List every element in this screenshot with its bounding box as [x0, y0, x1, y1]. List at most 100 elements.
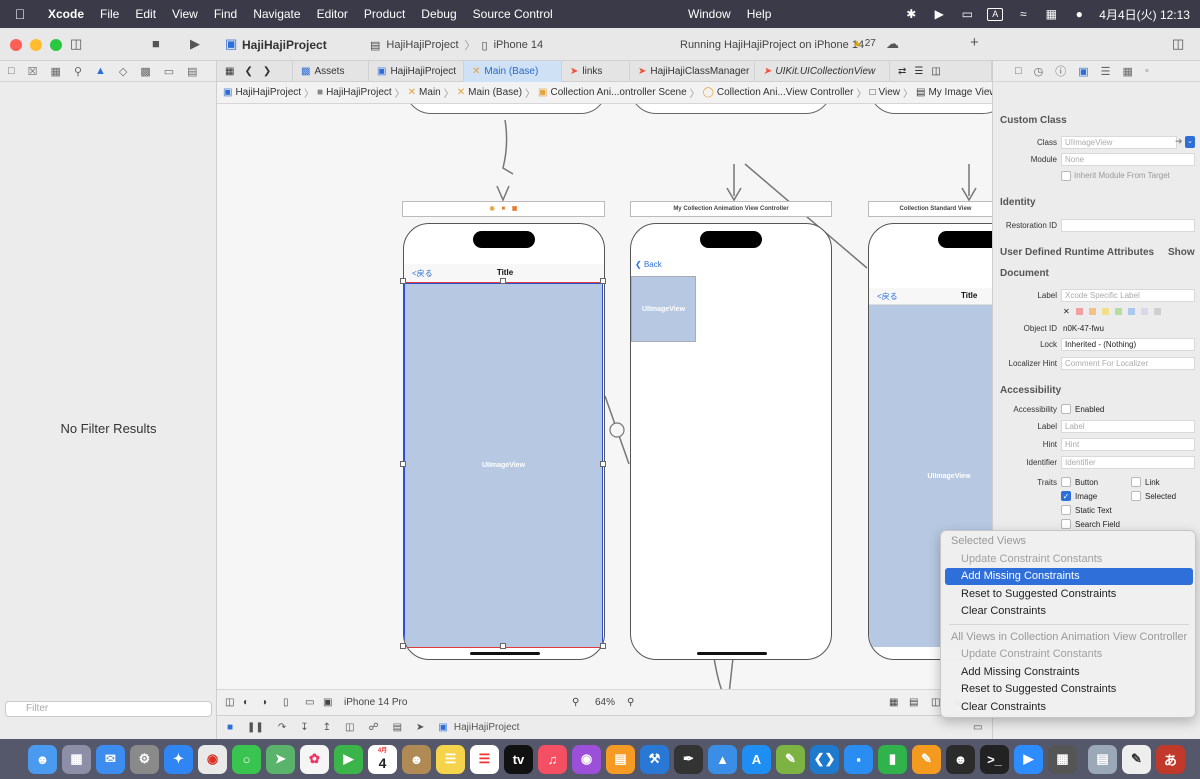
- podcasts-icon[interactable]: ◉: [572, 744, 601, 774]
- color-blue[interactable]: [1127, 308, 1135, 315]
- accessibility-enabled-checkbox[interactable]: [1061, 404, 1071, 414]
- breadcrumb-view[interactable]: □View: [869, 87, 900, 98]
- orientation-icon[interactable]: ▯: [283, 697, 289, 708]
- messages-icon[interactable]: ○: [232, 744, 261, 774]
- color-yellow[interactable]: [1101, 308, 1109, 315]
- close-window-button[interactable]: [10, 39, 22, 51]
- phone-scene-2[interactable]: ❮ Back UIImageView: [630, 223, 832, 660]
- chrome-icon[interactable]: ◉: [198, 744, 227, 774]
- zoom-level[interactable]: 64%: [595, 697, 616, 708]
- photos-icon[interactable]: ✿: [300, 744, 329, 774]
- facetime-icon[interactable]: ▶: [334, 744, 363, 774]
- issue-icon[interactable]: ▲: [95, 65, 106, 77]
- location-icon[interactable]: ➤: [416, 722, 425, 733]
- breadcrumb-view-controller[interactable]: ◯Collection Ani...View Controller: [702, 87, 854, 98]
- menu-edit[interactable]: Edit: [135, 7, 157, 21]
- resize-handle[interactable]: [600, 643, 606, 649]
- source-control-icon[interactable]: ☒: [27, 65, 38, 78]
- zoom-out-icon[interactable]: ⚲: [572, 697, 580, 708]
- class-go-icon[interactable]: ➜: [1175, 136, 1183, 146]
- menu-clear-constraints-selected[interactable]: Clear Constraints: [961, 605, 1046, 617]
- scheme-selector[interactable]: ▤ HajiHajiProject 〉 ▯ iPhone 14: [370, 39, 544, 52]
- tab-main-base[interactable]: ✕Main (Base): [464, 61, 562, 82]
- image-view[interactable]: UIImageView: [869, 305, 992, 647]
- input-mode-icon[interactable]: A: [987, 7, 1004, 21]
- acc-label-field[interactable]: Label: [1061, 420, 1195, 433]
- menu-add-missing-constraints-all[interactable]: Add Missing Constraints: [961, 666, 1080, 678]
- tab-project[interactable]: ▣HajiHajiProject: [369, 61, 464, 82]
- simulator-icon[interactable]: ▲: [708, 744, 737, 774]
- storyboard-canvas[interactable]: ◉ ■ ▣ <戻る Title UIImageView My Collectio…: [217, 104, 992, 689]
- image-view-selected[interactable]: UIImageView: [404, 283, 603, 648]
- update-frames-icon[interactable]: ▦: [889, 697, 899, 708]
- zoom-window-button[interactable]: [50, 39, 62, 51]
- resize-handle[interactable]: [400, 278, 406, 284]
- breadcrumb-folder[interactable]: ■HajiHajiProject: [317, 87, 392, 98]
- scene-header-3[interactable]: Collection Standard View: [868, 201, 992, 217]
- color-green[interactable]: [1114, 308, 1122, 315]
- xcode-dock-icon[interactable]: ⚒: [640, 744, 669, 774]
- menu-source-control[interactable]: Source Control: [472, 7, 553, 21]
- refresh-icon[interactable]: ⇄: [898, 66, 907, 77]
- help-icon[interactable]: ⓘ: [1055, 66, 1067, 78]
- pause-icon[interactable]: ❚❚: [247, 722, 264, 733]
- tab-class-manager[interactable]: ➤HajiHajiClassManager: [630, 61, 755, 82]
- menu-debug[interactable]: Debug: [421, 7, 457, 21]
- view-debugger-icon[interactable]: ◫: [344, 722, 355, 733]
- trait-button-checkbox[interactable]: [1061, 477, 1071, 487]
- keynote-icon[interactable]: ▪: [844, 744, 873, 774]
- app-store-icon[interactable]: A: [742, 744, 771, 774]
- menu-product[interactable]: Product: [363, 7, 406, 21]
- menu-clock[interactable]: 4月4日(火) 12:13: [1099, 7, 1190, 22]
- tab-bar-actions[interactable]: ⇄ ☰ ◫: [890, 61, 992, 82]
- breadcrumb-main[interactable]: ✕Main: [407, 87, 441, 98]
- grid-icon[interactable]: ▦: [225, 66, 235, 77]
- minimize-window-button[interactable]: [30, 39, 42, 51]
- tab-uicollectionview[interactable]: ➤UIKit.UICollectionView: [755, 61, 890, 82]
- test-icon[interactable]: ◇: [118, 65, 128, 78]
- breakpoint-icon[interactable]: ▭: [163, 65, 175, 78]
- device-preview-icon[interactable]: ▭: [305, 697, 315, 708]
- stop-button-icon[interactable]: ■: [152, 36, 160, 51]
- exit-icon[interactable]: ▣: [511, 206, 518, 212]
- add-icon[interactable]: +: [970, 34, 979, 51]
- step-in-icon[interactable]: ↧: [300, 722, 309, 733]
- folder-icon[interactable]: □: [8, 65, 15, 77]
- trait-link-checkbox[interactable]: [1131, 477, 1141, 487]
- debug-area-toggle-icon[interactable]: ■: [227, 722, 234, 733]
- add-constraints-icon[interactable]: ◫: [931, 697, 941, 708]
- dictionary-icon[interactable]: あ: [1156, 744, 1185, 774]
- split-editor-icon[interactable]: ◫: [931, 66, 941, 77]
- system-settings-icon[interactable]: ⚙: [130, 744, 159, 774]
- color-gray[interactable]: [1153, 308, 1161, 315]
- scene-header-1[interactable]: ◉ ■ ▣: [402, 201, 605, 217]
- terminal-tool-icon[interactable]: ✒: [674, 744, 703, 774]
- textedit-icon[interactable]: ✎: [1122, 744, 1151, 774]
- resize-handle[interactable]: [400, 643, 406, 649]
- step-out-icon[interactable]: ↥: [322, 722, 331, 733]
- size-inspector-icon[interactable]: ▦: [1122, 65, 1133, 78]
- reminders-icon[interactable]: ☰: [470, 744, 499, 774]
- phone-scene-1[interactable]: <戻る Title UIImageView: [403, 223, 605, 660]
- tab-nav-icons[interactable]: ▦ ❮ ❯: [217, 61, 293, 82]
- breadcrumb-scene[interactable]: ▣Collection Ani...ontroller Scene: [538, 87, 687, 98]
- books-icon[interactable]: ▤: [606, 744, 635, 774]
- resize-handle[interactable]: [600, 278, 606, 284]
- symbol-icon[interactable]: ▦: [50, 65, 61, 78]
- resize-handle[interactable]: [600, 461, 606, 467]
- module-field[interactable]: None: [1061, 153, 1195, 166]
- breadcrumb-main-base[interactable]: ✕Main (Base): [456, 87, 523, 98]
- menu-reset-constraints-selected[interactable]: Reset to Suggested Constraints: [961, 588, 1117, 600]
- menu-find[interactable]: Find: [213, 7, 238, 21]
- acc-hint-field[interactable]: Hint: [1061, 438, 1195, 451]
- menu-editor[interactable]: Editor: [316, 7, 348, 21]
- memory-graph-icon[interactable]: ☍: [368, 722, 379, 733]
- color-purple[interactable]: [1140, 308, 1148, 315]
- navigator-filter-input[interactable]: Filter: [5, 701, 212, 717]
- trait-static-text-checkbox[interactable]: [1061, 505, 1071, 515]
- pages-icon[interactable]: ✎: [912, 744, 941, 774]
- step-over-icon[interactable]: ↷: [277, 722, 287, 733]
- music-icon[interactable]: ♫: [538, 744, 567, 774]
- label-color-swatches[interactable]: ✕: [1063, 307, 1161, 316]
